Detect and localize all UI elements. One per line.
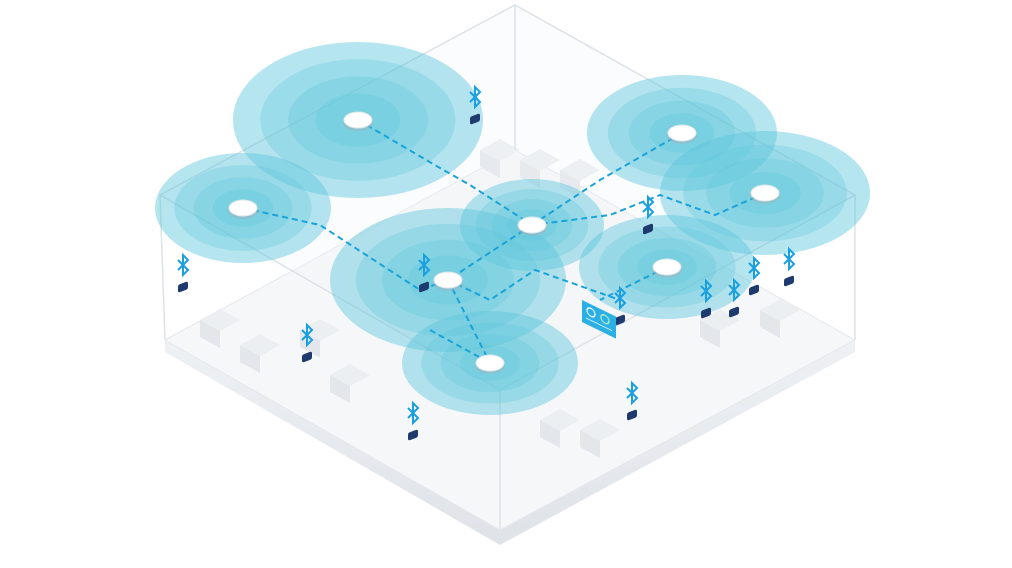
beacon-device: [615, 314, 625, 326]
mesh-link: [445, 224, 621, 302]
beacon-device: [729, 306, 739, 318]
building-blocks: [200, 139, 800, 458]
bluetooth-beacon: [469, 84, 482, 125]
bluetooth-icon: [469, 84, 482, 110]
beacon-device: [419, 281, 429, 293]
building-side: [700, 320, 720, 348]
bluetooth-beacon: [700, 278, 713, 319]
mesh-link: [531, 132, 683, 226]
bluetooth-icon: [177, 252, 190, 278]
bluetooth-beacon: [783, 246, 796, 287]
mesh-link: [531, 192, 766, 226]
bluetooth-icon: [728, 277, 741, 303]
access-point: [652, 258, 682, 276]
beacon-device: [302, 351, 312, 363]
bluetooth-beacon: [748, 255, 761, 296]
bluetooth-icon: [407, 400, 420, 426]
access-point: [475, 354, 505, 372]
mesh-link: [357, 119, 533, 226]
access-point: [228, 199, 258, 217]
building-side: [560, 170, 580, 198]
bluetooth-beacon: [728, 277, 741, 318]
bluetooth-icon: [700, 278, 713, 304]
beacon-device: [408, 429, 418, 441]
bluetooth-beacon: [418, 252, 431, 293]
bluetooth-beacon: [177, 252, 190, 293]
building-side: [580, 430, 600, 458]
bluetooth-icon: [642, 194, 655, 220]
bluetooth-icon: [614, 285, 627, 311]
access-point: [433, 271, 463, 289]
access-point: [343, 111, 373, 129]
building-side: [540, 420, 560, 448]
bluetooth-icon: [418, 252, 431, 278]
bluetooth-icon: [783, 246, 796, 272]
building-side: [760, 310, 780, 338]
bluetooth-beacon: [626, 380, 639, 421]
beacon-device: [701, 307, 711, 319]
building-side: [480, 150, 500, 178]
mesh-link: [429, 329, 491, 364]
bluetooth-icon: [301, 322, 314, 348]
beacon-device: [643, 223, 653, 235]
beacon-device: [470, 113, 480, 125]
mesh-link: [447, 279, 491, 364]
access-point: [517, 216, 547, 234]
bluetooth-beacon: [642, 194, 655, 235]
bluetooth-beacon: [301, 322, 314, 363]
display-panel: [582, 300, 616, 339]
access-point: [750, 184, 780, 202]
bluetooth-icon: [626, 380, 639, 406]
access-point: [667, 124, 697, 142]
building-side: [240, 345, 260, 373]
building-side: [200, 320, 220, 348]
access-points: [228, 111, 780, 374]
beacon-device: [178, 281, 188, 293]
glass-box: [158, 4, 857, 530]
beacon-device: [749, 284, 759, 296]
bluetooth-beacons: [177, 84, 796, 441]
bluetooth-beacon: [614, 285, 627, 326]
bluetooth-beacon: [407, 400, 420, 441]
building-side: [520, 160, 540, 188]
beacon-device: [627, 409, 637, 421]
beacon-device: [784, 275, 794, 287]
bluetooth-icon: [748, 255, 761, 281]
building-side: [330, 375, 350, 403]
